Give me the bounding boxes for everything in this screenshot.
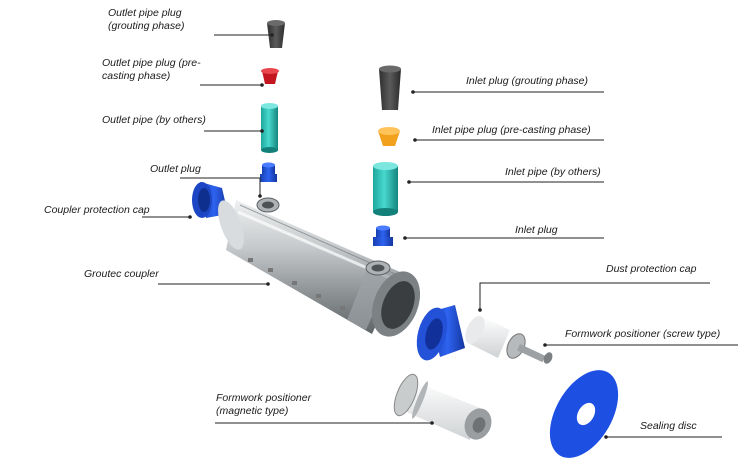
leader-dot-outlet-plug xyxy=(258,194,262,198)
formwork-positioner-magnetic-part xyxy=(393,373,492,440)
label-coupler-protection-cap: Coupler protection cap xyxy=(44,204,150,216)
inlet-plug-part xyxy=(373,225,393,246)
label-inlet-plug: Inlet plug xyxy=(515,224,558,236)
leader-dot-outlet-plug-grouting xyxy=(270,33,274,37)
leader-dot-inlet-plug xyxy=(403,236,407,240)
leader-dust-cap xyxy=(479,282,710,310)
leader-dot-inlet-plug-grouting xyxy=(411,90,415,94)
sealing-disc-part xyxy=(549,370,619,458)
label-outlet-pipe-plug-grouting: Outlet pipe plug (grouting phase) xyxy=(108,7,185,32)
label-inlet-pipe-plug-precasting: Inlet pipe plug (pre-casting phase) xyxy=(432,124,591,136)
leader-dot-inlet-pipe xyxy=(407,180,411,184)
label-groutec-coupler: Groutec coupler xyxy=(84,268,159,280)
leader-dot-inlet-pipe-plug-precasting xyxy=(413,138,417,142)
leader-dot-coupler xyxy=(266,282,270,286)
outlet-plug-part xyxy=(260,162,277,182)
outlet-pipe-plug-grouting-part xyxy=(267,20,285,48)
leader-dot-screw-positioner xyxy=(543,343,547,347)
formwork-positioner-screw-part xyxy=(465,315,553,364)
inlet-plug-grouting-part xyxy=(379,65,401,110)
label-dust-protection-cap: Dust protection cap xyxy=(606,263,697,275)
leader-outlet-plug xyxy=(180,177,261,196)
leader-dot-coupler-cap xyxy=(188,215,192,219)
leader-dot-sealing-disc xyxy=(604,435,608,439)
outlet-pipe-plug-precasting-part xyxy=(261,68,279,84)
label-sealing-disc: Sealing disc xyxy=(640,420,697,432)
inlet-pipe-part xyxy=(373,162,398,216)
label-inlet-plug-grouting: Inlet plug (grouting phase) xyxy=(466,75,588,87)
leader-dot-dust-cap xyxy=(478,308,482,312)
outlet-pipe-part xyxy=(261,103,278,153)
leader-dot-magnetic-positioner xyxy=(430,421,434,425)
label-outlet-pipe: Outlet pipe (by others) xyxy=(102,114,206,126)
groutec-coupler-part xyxy=(218,197,421,337)
label-outlet-plug: Outlet plug xyxy=(150,163,201,175)
label-formwork-positioner-screw: Formwork positioner (screw type) xyxy=(565,328,721,340)
label-formwork-positioner-magnetic: Formwork positioner (magnetic type) xyxy=(216,392,312,417)
inlet-pipe-plug-precasting-part xyxy=(378,127,400,146)
label-inlet-pipe: Inlet pipe (by others) xyxy=(505,166,601,178)
label-outlet-pipe-plug-precasting: Outlet pipe plug (pre-casting phase) xyxy=(102,57,201,82)
leader-dot-outlet-pipe xyxy=(260,129,264,133)
leader-dot-outlet-plug-precasting xyxy=(260,83,264,87)
dust-protection-cap-part xyxy=(416,305,465,361)
